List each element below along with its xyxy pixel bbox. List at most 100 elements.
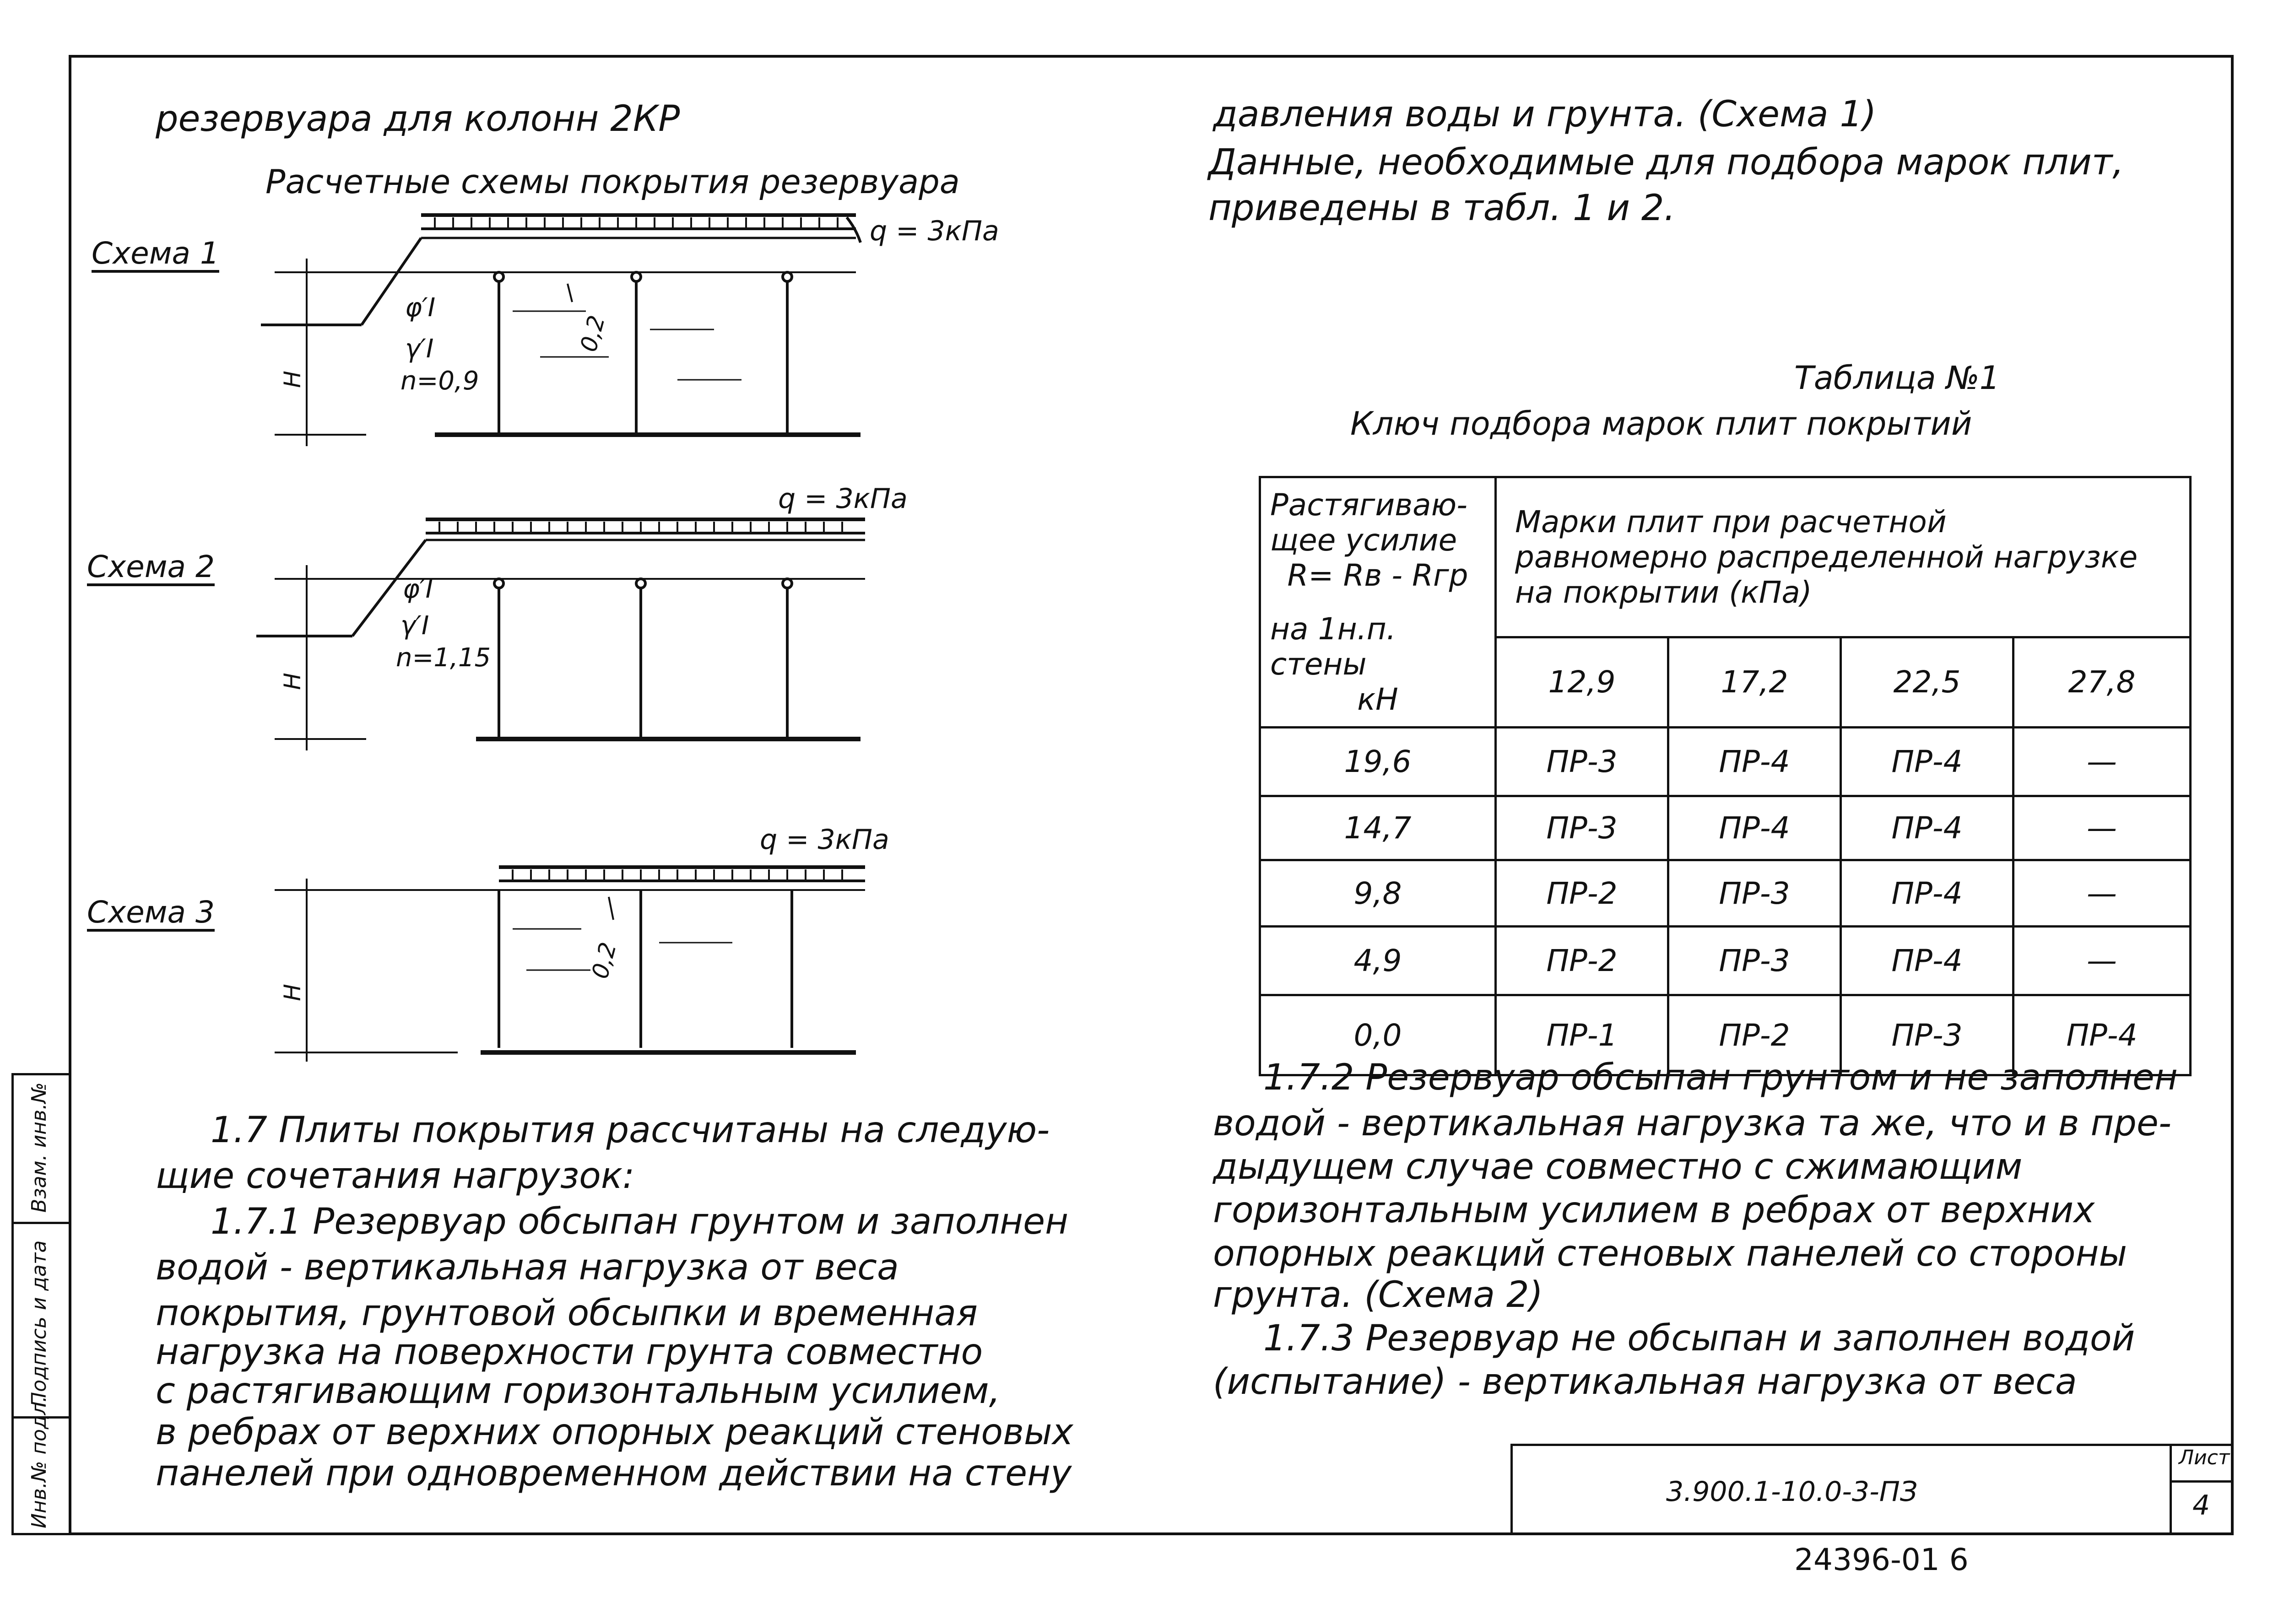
right-top-line-3: приведены в табл. 1 и 2.	[1208, 188, 1676, 229]
head-left-4: на 1н.п. стены	[1270, 611, 1396, 682]
inventory-number: 24396-01 6	[1794, 1542, 1969, 1577]
head-right-1: Марки плит при расчетной	[1515, 504, 1947, 540]
sheet-number: 4	[2192, 1489, 2210, 1521]
left-bottom-line-9: панелей при одновременном действии на ст…	[156, 1453, 1072, 1494]
title-stamp	[1510, 1444, 2234, 1535]
table-head-left: Растягиваю- щее усилие R= Rв - Rгр на 1н…	[1259, 476, 1497, 728]
scheme-3-load: q = 3кПа	[760, 824, 889, 856]
scheme-2-gamma: γ′I	[401, 611, 429, 641]
left-bottom-line-3: 1.7.1 Резервуар обсыпан грунтом и заполн…	[211, 1201, 1069, 1242]
left-bottom-line-2: щие сочетания нагрузок:	[156, 1155, 635, 1197]
header-left: резервуара для колонн 2КР	[156, 98, 680, 140]
left-bottom-line-6: нагрузка на поверхности грунта совместно	[156, 1332, 983, 1373]
row-r: 19,6	[1259, 726, 1497, 797]
table-row: 0,0 ПР-1 ПР-2 ПР-3 ПР-4	[1259, 994, 2192, 1076]
head-left-3: R= Rв - Rгр	[1287, 558, 1468, 593]
scheme-2-height: H	[279, 673, 306, 690]
right-top-line-1: давления воды и грунта. (Схема 1)	[1213, 94, 1877, 135]
schemes-title: Расчетные схемы покрытия резервуара	[265, 162, 960, 201]
cell: ПР-2	[1494, 925, 1669, 996]
side-label-inv: Инв.№ подл.	[27, 1396, 51, 1528]
table-head-right: Марки плит при расчетной равномерно расп…	[1494, 476, 2192, 638]
scheme-1-diagram	[261, 213, 862, 446]
cell: ПР-4	[2012, 994, 2192, 1076]
scheme-1-gamma: γ′I	[405, 334, 434, 364]
scheme-1-load: q = 3кПа	[870, 215, 999, 247]
schemes-drawing	[256, 213, 865, 1062]
right-bottom-line-6: грунта. (Схема 2)	[1213, 1274, 1543, 1316]
right-bottom-line-8: (испытание) - вертикальная нагрузка от в…	[1213, 1361, 2077, 1403]
cell: ПР-1	[1494, 994, 1669, 1076]
left-bottom-line-1: 1.7 Плиты покрытия рассчитаны на следую-	[211, 1110, 1050, 1151]
scheme-3-label: Схема 3	[87, 895, 215, 930]
side-cell-mid: Подпись и дата	[14, 1224, 69, 1419]
cell: ПР-2	[1494, 859, 1669, 928]
scheme-2-phi: φ′I	[403, 574, 433, 604]
left-bottom-line-4: водой - вертикальная нагрузка от веса	[156, 1247, 899, 1288]
row-r: 14,7	[1259, 795, 1497, 861]
row-r: 4,9	[1259, 925, 1497, 996]
scheme-1-label: Схема 1	[92, 236, 219, 271]
cell: ПР-3	[1494, 795, 1669, 861]
head-right-3: на покрытии (кПа)	[1515, 574, 1812, 610]
table-row: 14,7 ПР-3 ПР-4 ПР-4 —	[1259, 795, 2192, 861]
load-col-4: 27,8	[2012, 636, 2192, 729]
cell: ПР-4	[1840, 925, 2014, 996]
right-top-line-2: Данные, необходимые для подбора марок пл…	[1208, 142, 2124, 183]
cell: —	[2012, 925, 2192, 996]
row-r: 9,8	[1259, 859, 1497, 928]
cell: —	[2012, 795, 2192, 861]
right-bottom-line-7: 1.7.3 Резервуар не обсыпан и заполнен во…	[1263, 1318, 2135, 1359]
cell: ПР-3	[1667, 859, 1842, 928]
scheme-1-height: H	[279, 371, 306, 388]
cell: ПР-3	[1494, 726, 1669, 797]
right-bottom-line-5: опорных реакций стеновых панелей со стор…	[1213, 1233, 2127, 1274]
head-left-5: кН	[1357, 682, 1398, 717]
drawing-frame	[69, 55, 2234, 1535]
cell: —	[2012, 859, 2192, 928]
cell: ПР-2	[1667, 994, 1842, 1076]
head-right-2: равномерно распределенной нагрузке	[1515, 539, 2138, 575]
cell: ПР-4	[1840, 795, 2014, 861]
left-bottom-line-5: покрытия, грунтовой обсыпки и временная	[156, 1293, 978, 1334]
right-bottom-line-2: водой - вертикальная нагрузка та же, что…	[1213, 1103, 2172, 1144]
right-bottom-line-4: горизонтальным усилием в ребрах от верхн…	[1213, 1190, 2095, 1231]
right-bottom-line-1: 1.7.2 Резервуар обсыпан грунтом и не зап…	[1263, 1057, 2178, 1098]
scheme-2-diagram	[256, 518, 865, 750]
scheme-2-load: q = 3кПа	[778, 483, 908, 515]
head-left-2: щее усилие	[1270, 523, 1457, 558]
cell: —	[2012, 726, 2192, 797]
table-row: 19,6 ПР-3 ПР-4 ПР-4 —	[1259, 726, 2192, 797]
marks-table: Растягиваю- щее усилие R= Rв - Rгр на 1н…	[1259, 476, 2192, 1076]
table-row: 4,9 ПР-2 ПР-3 ПР-4 —	[1259, 925, 2192, 996]
stamp-sheet-box: Лист 4	[2170, 1444, 2234, 1535]
side-label-podpis: Подпись и дата	[27, 1240, 51, 1407]
side-cell-top: Взам. инв.№	[14, 1075, 69, 1224]
load-col-3: 22,5	[1840, 636, 2014, 729]
scheme-2-label: Схема 2	[87, 549, 215, 584]
row-r: 0,0	[1259, 994, 1497, 1076]
cell: ПР-4	[1840, 726, 2014, 797]
load-col-2: 17,2	[1667, 636, 1842, 729]
cell: ПР-4	[1840, 859, 2014, 928]
cell: ПР-4	[1667, 726, 1842, 797]
sheet-label: Лист	[2179, 1446, 2230, 1469]
side-stamp: Взам. инв.№ Подпись и дата Инв.№ подл.	[11, 1073, 69, 1535]
scheme-3-diagram	[275, 865, 865, 1062]
cell: ПР-3	[1667, 925, 1842, 996]
scheme-1-n: n=0,9	[401, 366, 479, 396]
left-bottom-line-8: в ребрах от верхних опорных реакций стен…	[156, 1412, 1073, 1453]
table-subtitle: Ключ подбора марок плит покрытий	[1350, 405, 1972, 442]
cell: ПР-4	[1667, 795, 1842, 861]
cell: ПР-3	[1840, 994, 2014, 1076]
stamp-code: 3.900.1-10.0-3-ПЗ	[1666, 1476, 1918, 1508]
right-bottom-line-3: дыдущем случае совместно с сжимающим	[1213, 1146, 2023, 1187]
head-left-1: Растягиваю-	[1270, 487, 1467, 523]
side-cell-bottom: Инв.№ подл.	[14, 1396, 69, 1535]
scheme-2-n: n=1,15	[396, 643, 491, 673]
scheme-3-height: H	[279, 984, 306, 1001]
table-row: 9,8 ПР-2 ПР-3 ПР-4 —	[1259, 859, 2192, 928]
load-col-1: 12,9	[1494, 636, 1669, 729]
left-bottom-line-7: с растягивающим горизонтальным усилием,	[156, 1370, 1001, 1412]
scheme-1-phi: φ′I	[405, 293, 436, 323]
